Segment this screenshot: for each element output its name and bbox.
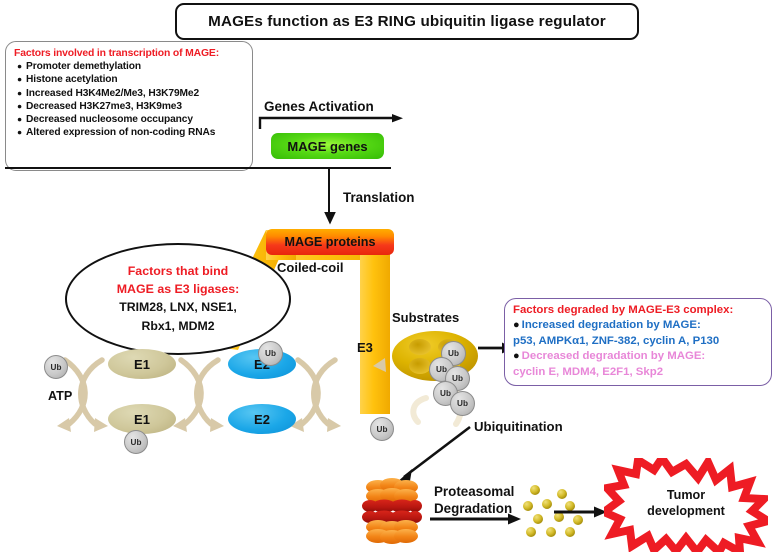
- list-item-label: Altered expression of non-coding RNAs: [26, 127, 216, 139]
- ub-label: Ub: [452, 374, 463, 383]
- substrates-label: Substrates: [392, 310, 460, 325]
- ub-label: Ub: [130, 437, 142, 447]
- mage-genes-label: MAGE genes: [287, 138, 368, 154]
- ub-label: Ub: [457, 399, 468, 408]
- ligase-oval-line1: Factors that bind: [127, 264, 229, 278]
- translation-label: Translation: [343, 190, 415, 205]
- mage-genes-box: MAGE genes: [271, 133, 384, 159]
- e1-enzyme-top: E1: [108, 349, 176, 379]
- to-tumor-arrow-icon: [554, 506, 607, 518]
- list-item: ● Decreased nucleosome occupancy: [14, 113, 245, 126]
- ub-chain-5: Ub: [450, 391, 475, 416]
- ligase-oval-line2: MAGE as E3 ligases:: [116, 282, 240, 296]
- degradation-arrow-icon: [430, 513, 521, 525]
- genes-activation-arrow-icon: [258, 114, 403, 129]
- tumor-development-burst: [604, 458, 768, 552]
- proteasome-icon: [362, 478, 422, 544]
- proteasomal-degradation-line1: Proteasomal: [434, 484, 515, 499]
- e1-label: E1: [134, 411, 150, 427]
- tumor-line1: Tumor: [666, 488, 706, 502]
- ub-label: Ub: [265, 349, 276, 358]
- transcription-factors-box: Factors involved in transcription of MAG…: [5, 41, 253, 171]
- transcription-factors-header: Factors involved in transcription of MAG…: [14, 48, 219, 59]
- gene-locus-line: [5, 167, 391, 170]
- ub-label: Ub: [376, 424, 388, 434]
- increased-degradation-row: ● Increased degradation by MAGE:: [513, 318, 765, 334]
- list-item: ● Decreased H3K27me3, H3K9me3: [14, 100, 245, 113]
- atp-label: ATP: [48, 389, 73, 403]
- e2-label: E2: [254, 411, 270, 427]
- bullet-icon: ●: [17, 127, 23, 138]
- degraded-peptides-icon: [523, 485, 583, 537]
- bullet-icon: ●: [17, 61, 23, 71]
- bullet-icon: ●: [513, 319, 520, 331]
- bullet-icon: ●: [17, 87, 23, 98]
- e1-label: E1: [134, 356, 150, 372]
- genes-activation-label: Genes Activation: [264, 99, 374, 114]
- ub-label: Ub: [436, 365, 447, 374]
- list-item: ● Altered expression of non-coding RNAs: [14, 126, 245, 139]
- proteasomal-degradation-line2: Degradation: [434, 501, 513, 516]
- decreased-degradation-label: Decreased degradation by MAGE:: [521, 350, 706, 362]
- ub-label: Ub: [50, 362, 62, 372]
- translation-arrow-head-icon: [323, 212, 336, 225]
- list-item-label: Decreased nucleosome occupancy: [26, 114, 193, 126]
- list-item: ● Promoter demethylation: [14, 60, 245, 73]
- list-item-label: Decreased H3K27me3, H3K9me3: [26, 100, 182, 112]
- ub-badge-e1: Ub: [124, 430, 148, 454]
- degraded-factors-header: Factors degraded by MAGE-E3 complex:: [513, 304, 734, 316]
- increased-degradation-list: p53, AMPKα1, ZNF-382, cyclin A, P130: [513, 334, 720, 347]
- e3-ligases-callout-oval: Factors that bind MAGE as E3 ligases: TR…: [65, 243, 291, 355]
- to-proteasome-arrow-icon: [396, 425, 471, 483]
- bullet-icon: ●: [17, 100, 23, 111]
- list-item-label: Promoter demethylation: [26, 61, 142, 72]
- bullet-icon: ●: [513, 350, 520, 362]
- page-title: MAGEs function as E3 RING ubiquitin liga…: [208, 13, 606, 30]
- list-item-label: Increased H3K4Me2/Me3, H3K79Me2: [26, 87, 200, 99]
- translation-arrow-stem: [328, 167, 331, 215]
- increased-degradation-label: Increased degradation by MAGE:: [521, 319, 701, 331]
- list-item-label: Histone acetylation: [26, 74, 118, 86]
- tumor-development-label: Tumor development: [604, 487, 768, 519]
- list-item: ● Histone acetylation: [14, 73, 245, 86]
- proteasomal-degradation-label: Proteasomal Degradation: [434, 483, 514, 517]
- coiled-coil-label: Coiled-coil: [277, 260, 344, 275]
- ub-label: Ub: [448, 349, 459, 358]
- tumor-line2: development: [647, 504, 725, 518]
- bullet-icon: ●: [17, 114, 23, 125]
- ligase-oval-line4: Rbx1, MDM2: [141, 318, 215, 333]
- list-item: ● Increased H3K4Me2/Me3, H3K79Me2: [14, 87, 245, 100]
- decreased-degradation-list: cyclin E, MDM4, E2F1, Skp2: [513, 365, 664, 378]
- ub-badge-e3: Ub: [370, 417, 394, 441]
- ub-label: Ub: [440, 389, 451, 398]
- ubiquitination-label: Ubiquitination: [474, 419, 563, 434]
- mage-proteins-label: MAGE proteins: [284, 235, 376, 249]
- ub-badge-e2: Ub: [258, 341, 283, 366]
- ub-badge-atp: Ub: [44, 355, 68, 379]
- decreased-degradation-row: ● Decreased degradation by MAGE:: [513, 349, 765, 365]
- diagram-title-box: MAGEs function as E3 RING ubiquitin liga…: [175, 3, 639, 40]
- bullet-icon: ●: [17, 74, 23, 85]
- ligase-oval-line3: TRIM28, LNX, NSE1,: [119, 300, 237, 314]
- e1-enzyme-bottom: E1: [108, 404, 176, 434]
- e3-domain-label: E3: [357, 340, 373, 355]
- degraded-factors-box: Factors degraded by MAGE-E3 complex: ● I…: [504, 298, 772, 386]
- e2-enzyme-bottom: E2: [228, 404, 296, 434]
- mage-proteins-box: MAGE proteins: [266, 229, 394, 255]
